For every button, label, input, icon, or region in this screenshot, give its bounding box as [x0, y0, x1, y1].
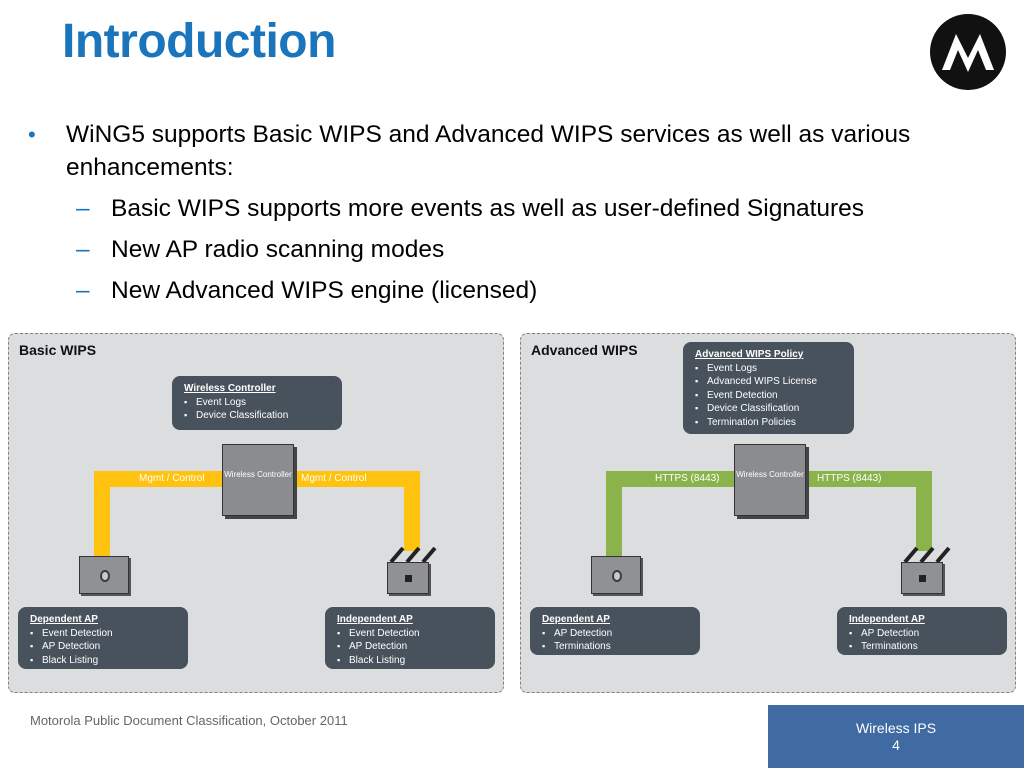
link-label: HTTPS (8443): [817, 473, 882, 484]
dependent-ap-card: Dependent AP AP Detection Terminations: [530, 607, 700, 655]
mgmt-link-right-drop: [404, 471, 420, 551]
mgmt-link-left-drop: [94, 471, 110, 557]
card-item: Event Logs: [184, 396, 332, 410]
sub-bullet-text: New AP radio scanning modes: [111, 236, 445, 263]
advanced-policy-card: Advanced WIPS Policy Event Logs Advanced…: [683, 342, 854, 434]
card-item: Terminations: [849, 640, 997, 654]
footer-section: Wireless IPS: [855, 720, 937, 736]
card-item: Event Logs: [695, 362, 844, 376]
sub-bullet-item: – New AP radio scanning modes: [28, 233, 1008, 266]
wireless-controller-device: Wireless Controller: [222, 444, 294, 516]
card-item: Terminations: [542, 640, 690, 654]
motorola-logo-icon: [930, 14, 1006, 90]
card-title: Advanced WIPS Policy: [695, 349, 804, 360]
card-title: Dependent AP: [30, 614, 98, 625]
independent-ap-card: Independent AP Event Detection AP Detect…: [325, 607, 495, 669]
dash-icon: –: [76, 236, 90, 263]
bullet-dot-icon: •: [28, 122, 36, 147]
dash-icon: –: [76, 277, 90, 304]
controller-label: Wireless Controller: [224, 470, 292, 479]
card-item: AP Detection: [30, 640, 178, 654]
card-item: Device Classification: [695, 402, 844, 416]
ap-port-icon: [405, 575, 412, 582]
link-label: HTTPS (8443): [655, 473, 720, 484]
ap-lens-icon: [612, 570, 622, 582]
card-item: AP Detection: [542, 627, 690, 641]
card-item: Termination Policies: [695, 416, 844, 430]
card-title: Independent AP: [337, 614, 413, 625]
footer-classification: Motorola Public Document Classification,…: [30, 713, 348, 728]
advanced-wips-panel: Advanced WIPS Advanced WIPS Policy Event…: [520, 333, 1016, 693]
independent-ap-device: [387, 562, 429, 594]
dependent-ap-device: [591, 556, 641, 594]
controller-info-card: Wireless Controller Event Logs Device Cl…: [172, 376, 342, 430]
card-title: Dependent AP: [542, 614, 610, 625]
https-link-left-drop: [606, 471, 622, 557]
antenna-icon: [903, 546, 951, 562]
card-item: AP Detection: [337, 640, 485, 654]
basic-wips-panel: Basic WIPS Wireless Controller Event Log…: [8, 333, 504, 693]
card-item: Black Listing: [30, 654, 178, 668]
card-item: Advanced WIPS License: [695, 375, 844, 389]
ap-port-icon: [919, 575, 926, 582]
dependent-ap-card: Dependent AP Event Detection AP Detectio…: [18, 607, 188, 669]
bullet-text: WiNG5 supports Basic WIPS and Advanced W…: [66, 121, 911, 181]
independent-ap-device: [901, 562, 943, 594]
card-item: Black Listing: [337, 654, 485, 668]
card-item: Event Detection: [30, 627, 178, 641]
dependent-ap-device: [79, 556, 129, 594]
sub-bullet-text: Basic WIPS supports more events as well …: [111, 195, 865, 222]
antenna-icon: [389, 546, 437, 562]
sub-bullet-text: New Advanced WIPS engine (licensed): [111, 277, 538, 304]
dash-icon: –: [76, 195, 90, 222]
panel-title: Advanced WIPS: [531, 342, 638, 358]
slide-title: Introduction: [62, 15, 336, 68]
footer-section-box: Wireless IPS 4: [768, 705, 1024, 768]
bullet-item: • WiNG5 supports Basic WIPS and Advanced…: [28, 118, 1008, 184]
bullet-list: • WiNG5 supports Basic WIPS and Advanced…: [28, 118, 1008, 307]
ap-lens-icon: [100, 570, 110, 582]
card-item: Device Classification: [184, 409, 332, 423]
panel-title: Basic WIPS: [19, 342, 97, 358]
link-label: Mgmt / Control: [301, 473, 367, 484]
independent-ap-card: Independent AP AP Detection Terminations: [837, 607, 1007, 655]
card-title: Wireless Controller: [184, 383, 276, 394]
wireless-controller-device: Wireless Controller: [734, 444, 806, 516]
sub-bullet-item: – New Advanced WIPS engine (licensed): [28, 274, 1008, 307]
sub-bullet-item: – Basic WIPS supports more events as wel…: [28, 192, 1008, 225]
card-title: Independent AP: [849, 614, 925, 625]
page-number: 4: [892, 737, 900, 753]
card-item: AP Detection: [849, 627, 997, 641]
link-label: Mgmt / Control: [139, 473, 205, 484]
card-item: Event Detection: [695, 389, 844, 403]
https-link-right-drop: [916, 471, 932, 551]
controller-label: Wireless Controller: [736, 470, 804, 479]
card-item: Event Detection: [337, 627, 485, 641]
